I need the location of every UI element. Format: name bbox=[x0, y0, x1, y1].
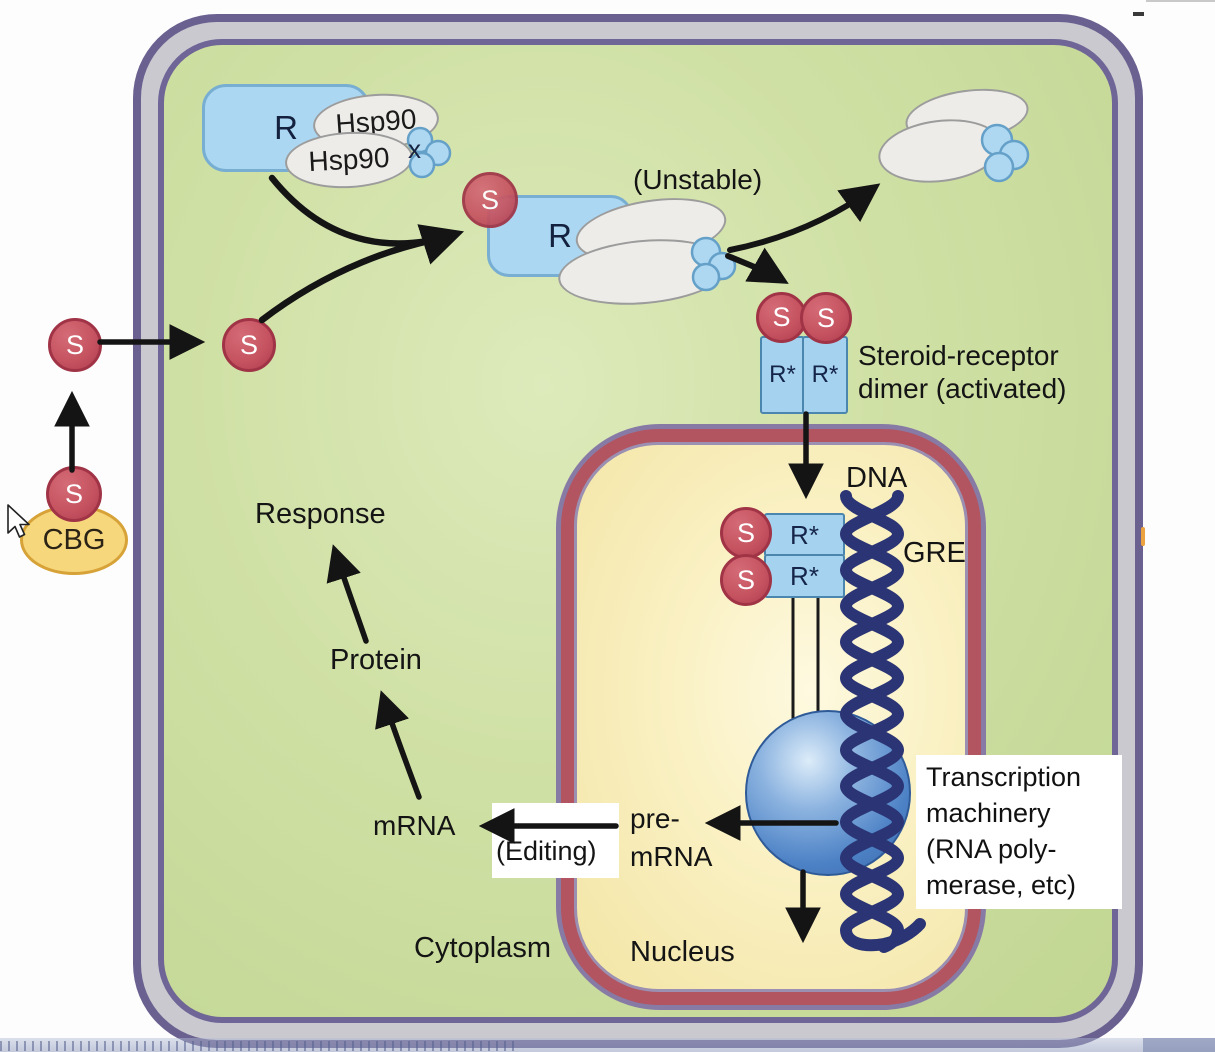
response-label: Response bbox=[255, 498, 386, 530]
transcription-caption-line2: machinery bbox=[926, 798, 1051, 828]
pre-mrna-line1: pre- bbox=[630, 803, 680, 834]
receptor-rstar-dimer-right: R* bbox=[802, 336, 848, 414]
window-artifact-dash bbox=[1133, 12, 1144, 16]
pre-mrna-line2: mRNA bbox=[630, 841, 713, 872]
pre-mrna-label: pre- mRNA bbox=[630, 800, 712, 876]
scrubber-right-segment bbox=[1143, 1038, 1215, 1052]
cytoplasm-label: Cytoplasm bbox=[414, 932, 551, 964]
transcription-caption-line1: Transcription bbox=[926, 762, 1082, 792]
steroid-s-dimer-left: S bbox=[756, 292, 807, 343]
window-artifact-orange-tick bbox=[1141, 527, 1145, 546]
x-site-label: x bbox=[408, 134, 421, 164]
steroid-s-bound-top: S bbox=[720, 507, 772, 559]
window-artifact-line bbox=[1146, 0, 1215, 2]
video-scrubber-bar[interactable] bbox=[0, 1038, 1215, 1052]
editing-label: (Editing) bbox=[496, 836, 597, 866]
nuclear-envelope-outer bbox=[556, 424, 986, 1010]
steroid-s-on-cbg: S bbox=[46, 466, 102, 522]
transcription-caption-box: Transcription machinery (RNA poly- meras… bbox=[916, 755, 1122, 909]
transcription-caption-line4: merase, etc) bbox=[926, 870, 1077, 900]
dimer-caption-line1: Steroid-receptor bbox=[858, 340, 1059, 371]
steroid-s-intracellular: S bbox=[222, 318, 276, 372]
transcription-caption-line3: (RNA poly- bbox=[926, 834, 1057, 864]
steroid-s-dimer-right: S bbox=[800, 292, 852, 344]
steroid-s-unstable: S bbox=[462, 172, 518, 228]
receptor-rstar-bound-top: R* bbox=[764, 513, 845, 557]
nucleus-label: Nucleus bbox=[630, 936, 735, 968]
receptor-rstar-dimer-left: R* bbox=[760, 336, 805, 414]
protein-label: Protein bbox=[330, 644, 422, 676]
steroid-s-extracellular: S bbox=[48, 318, 102, 372]
dna-label: DNA bbox=[846, 462, 908, 494]
dimer-caption-line2: dimer (activated) bbox=[858, 373, 1067, 404]
gre-label: GRE bbox=[903, 537, 966, 569]
scrubber-tick-marks bbox=[0, 1041, 520, 1051]
mrna-label: mRNA bbox=[373, 810, 456, 841]
unstable-annotation: (Unstable) bbox=[633, 164, 763, 195]
steroid-s-bound-bottom: S bbox=[720, 554, 772, 606]
editing-box: (Editing) bbox=[492, 803, 619, 878]
receptor-rstar-bound-bottom: R* bbox=[764, 554, 845, 598]
transcription-machinery-sphere bbox=[745, 710, 911, 876]
